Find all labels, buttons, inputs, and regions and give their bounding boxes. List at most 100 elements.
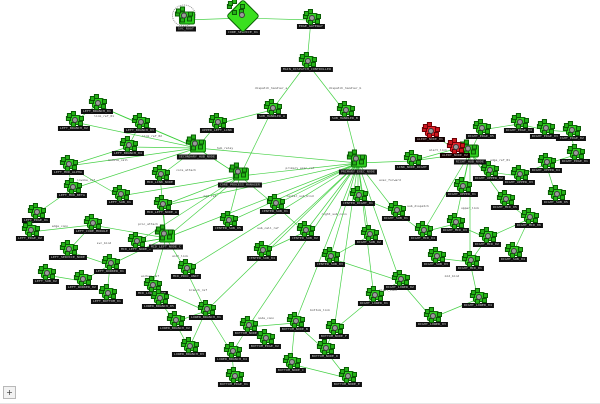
graph-node[interactable]: LINK_NODE_RIGHT	[394, 150, 430, 170]
graph-node[interactable]: RIGHT_LOWER_02	[383, 270, 417, 290]
graph-node[interactable]: CENTER_RIGHT_01	[340, 186, 376, 206]
graph-node[interactable]: LEFT_SUB_01	[106, 185, 134, 205]
graph-node[interactable]: BOTTOM_EDGE_01	[217, 367, 251, 387]
graph-node[interactable]: EDGE_GATEWAY	[296, 9, 326, 29]
graph-node[interactable]: LEFT_WORKER_01	[93, 254, 127, 274]
graph-node[interactable]: MAIN_DISPATCH_CONTROLLER	[280, 52, 334, 72]
graph-node[interactable]: LOWER_BRANCH_02	[157, 311, 193, 331]
graph-node[interactable]: LEFT_BRANCH_01	[80, 94, 114, 114]
graph-node[interactable]: LEFT_WORKER_02	[65, 270, 99, 290]
graph-node[interactable]: SUB_HANDLER_A	[256, 99, 288, 119]
graph-node[interactable]: LEFT_BRANCH_03	[123, 113, 157, 133]
gear-node-icon	[404, 150, 422, 166]
graph-node[interactable]: BOTTOM_NODE_B	[279, 312, 311, 332]
node-label: LOWER_BRANCH_04	[214, 357, 250, 362]
graph-node[interactable]: CENTER_SUB_04	[246, 241, 278, 261]
graph-node[interactable]: MID_LEFT_NODE_C	[148, 224, 184, 250]
graph-edge	[71, 147, 198, 190]
graph-node[interactable]: PRIMARY_EXEC_NODE	[338, 149, 378, 175]
node-spike	[493, 171, 498, 176]
graph-node[interactable]: LOWER_BRANCH_03	[171, 337, 207, 357]
graph-node[interactable]: RIGHT_MID_06	[514, 208, 544, 228]
graph-node[interactable]: RIGHT_UPPER_04	[529, 153, 563, 173]
node-label: RIGHT_UPPER_04	[529, 168, 563, 173]
node-spike	[437, 312, 442, 317]
node-core-dot	[308, 15, 315, 21]
graph-node[interactable]: UPPER_LEFT_LINK	[199, 113, 235, 133]
graph-node[interactable]: LOWER_BRANCH_04	[214, 342, 250, 362]
graph-node[interactable]: RIGHT_MID_03	[440, 213, 470, 233]
graph-node[interactable]: ALERT_NODE_02	[439, 138, 471, 158]
graph-node[interactable]: RIGHT_EDGE_03	[529, 119, 561, 139]
graph-node[interactable]: CENTER_SUB_05	[212, 211, 244, 231]
graph-node[interactable]: MID_LINK_NODE	[144, 165, 176, 185]
node-core-dot	[487, 167, 493, 173]
graph-node[interactable]: BOTTOM_NODE_E	[331, 367, 363, 387]
graph-node[interactable]: MID_PROC_UNIT	[170, 259, 202, 279]
node-label: BOTTOM_EDGE_01	[217, 382, 251, 387]
graph-node[interactable]: SUB_HANDLER_B	[329, 101, 361, 121]
node-core-dot	[160, 201, 166, 207]
graph-node[interactable]: MID_LEFT_NODE_B	[118, 232, 154, 252]
node-core-dot	[328, 253, 334, 259]
graph-node[interactable]: LEFT_BOTTOM_01	[90, 284, 124, 304]
graph-node[interactable]: ALERT_NODE_01	[414, 122, 446, 142]
graph-node[interactable]: BOTTOM_NODE_C	[275, 353, 307, 373]
graph-node[interactable]: BOTTOM_NODE_F	[318, 319, 350, 339]
graph-node[interactable]: RIGHT_EDGE_05	[465, 119, 497, 139]
graph-node[interactable]: BOTTOM_EDGE_02	[248, 329, 282, 349]
node-spike	[551, 158, 556, 163]
graph-node[interactable]: RIGHT_UPPER_02	[472, 161, 506, 181]
graph-node[interactable]: LEFT_MOD_ALPHA	[51, 155, 85, 175]
graph-node[interactable]: RIGHT_MID_04	[408, 221, 438, 241]
graph-node[interactable]: BOTTOM_NODE_A	[232, 316, 264, 336]
graph-node[interactable]: MID_LEFT_NODE_A	[144, 195, 180, 215]
zoom-in-button[interactable]: +	[3, 386, 16, 399]
graph-node[interactable]: RIGHT_LOWER_04	[461, 288, 495, 308]
graph-node[interactable]: LEFT_EDGE_02	[15, 221, 45, 241]
gear-node-icon	[302, 9, 321, 25]
graph-node[interactable]: BOTTOM_NODE_D	[309, 339, 341, 359]
graph-node[interactable]: RIGHT_EDGE_02	[555, 121, 587, 141]
graph-node[interactable]: SECONDARY_HUB_NODE	[176, 134, 218, 160]
graph-node[interactable]: RIGHT_EDGE_01	[559, 144, 591, 164]
alert-node-icon	[447, 138, 465, 154]
node-spike	[575, 131, 580, 136]
graph-node[interactable]: CENTER_SUB_01	[259, 194, 291, 214]
graph-node[interactable]: CENTER_SUB_03	[314, 247, 346, 267]
graph-node[interactable]: LEFT_BRANCH_02	[57, 111, 91, 131]
graph-node[interactable]: RIGHT_MID_01	[455, 251, 485, 271]
graph-node[interactable]: LEFT_SUB_02	[32, 264, 60, 284]
graph-node[interactable]: CORE_SERVICE_01	[225, 0, 261, 35]
graph-node[interactable]: RIGHT_LOWER_01	[357, 286, 391, 306]
graph-node[interactable]: RIGHT_MID_02	[472, 227, 502, 247]
graph-node[interactable]: LEFT_BRANCH_04	[111, 136, 145, 156]
graph-node[interactable]: RIGHT_MID_05	[490, 190, 520, 210]
node-spike	[347, 151, 353, 157]
graph-node[interactable]: RIGHT_LOWER_03	[415, 307, 449, 327]
graph-node[interactable]: LEFT_EDGE_01	[21, 203, 51, 223]
graph-node[interactable]: LEFT_SERVICE_NODE	[48, 240, 88, 260]
graph-node[interactable]: RIGHT_SUB_01	[381, 201, 411, 221]
graph-node[interactable]: LOWER_BRANCH_05	[141, 289, 177, 309]
graph-node[interactable]: RIGHT_SUB_03	[421, 247, 451, 267]
graph-node[interactable]: RIGHT_SUB_02	[354, 225, 384, 245]
graph-node[interactable]: CORE_PROCESS_MANAGER	[217, 162, 263, 188]
node-spike	[521, 210, 527, 215]
graph-node[interactable]: RIGHT_SUB_05	[541, 185, 571, 205]
graph-node[interactable]: LEFT_CORE_MODULE	[73, 214, 111, 234]
graph-node[interactable]: CENTER_SUB_02	[289, 221, 321, 241]
graph-node[interactable]: RIGHT_UPPER_01	[445, 177, 479, 197]
graph-node[interactable]: SVC_ROOT	[172, 4, 197, 32]
graph-node[interactable]: RIGHT_UPPER_03	[502, 165, 536, 185]
graph-node[interactable]: LEFT_MOD_BETA	[56, 178, 88, 198]
gear-node-icon	[74, 270, 92, 286]
node-core-dot	[239, 12, 245, 18]
graph-node[interactable]: LOWER_BRANCH_01	[188, 300, 224, 320]
edge-label: proc_attach	[138, 222, 158, 226]
graph-node[interactable]: RIGHT_SUB_04	[498, 242, 528, 262]
node-spike	[121, 138, 126, 143]
node-core-dot	[150, 282, 156, 288]
graph-node[interactable]: RIGHT_EDGE_04	[503, 113, 535, 133]
